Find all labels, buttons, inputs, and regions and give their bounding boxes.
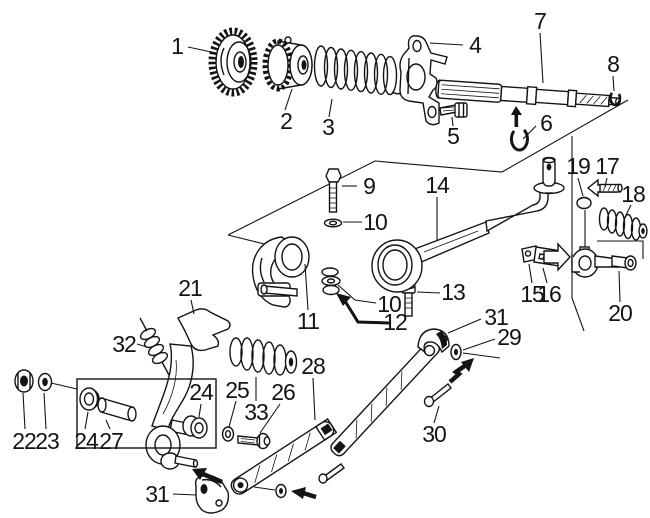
part-clamp-31b bbox=[417, 328, 450, 354]
part-washer-small bbox=[253, 483, 287, 499]
leader-lines bbox=[22, 32, 632, 496]
part-footrest-bar-28 bbox=[230, 418, 338, 495]
part-clamp-11 bbox=[251, 236, 310, 308]
part-label-20: 20 bbox=[608, 300, 632, 326]
detail-box bbox=[76, 378, 217, 449]
part-bushing-24a bbox=[79, 387, 100, 411]
part-clamp-31a bbox=[194, 474, 230, 514]
part-bolt-5 bbox=[439, 102, 468, 118]
arrow-up-icon bbox=[511, 106, 522, 115]
part-circlip-6 bbox=[509, 106, 529, 152]
part-label-22: 22 bbox=[12, 428, 36, 454]
part-ering-8 bbox=[609, 92, 622, 107]
part-label-10b: 10 bbox=[377, 291, 401, 317]
arrow-right-outline-icon bbox=[543, 242, 571, 272]
part-lever-14 bbox=[371, 156, 565, 293]
part-label-8: 8 bbox=[607, 51, 619, 77]
part-label-27: 27 bbox=[99, 428, 123, 454]
part-bolt-small bbox=[318, 463, 345, 484]
arrow-left-icon bbox=[291, 487, 317, 500]
part-label-1: 1 bbox=[171, 33, 183, 59]
part-bolt-30 bbox=[423, 383, 452, 408]
arrow-up-left-icon bbox=[192, 468, 223, 485]
part-pin-17 bbox=[586, 178, 623, 198]
part-bolt-9 bbox=[325, 168, 342, 213]
part-label-21: 21 bbox=[178, 275, 202, 301]
part-labels: 1 2 3 4 5 6 7 8 9 10 10 11 12 13 14 15 1… bbox=[12, 8, 646, 507]
part-label-17: 17 bbox=[595, 153, 619, 179]
part-ring-25 bbox=[221, 426, 235, 442]
part-label-32: 32 bbox=[112, 331, 136, 357]
construction-lines bbox=[227, 99, 644, 332]
part-rubber-18 bbox=[598, 207, 648, 241]
part-label-19: 19 bbox=[566, 153, 590, 179]
part-label-3: 3 bbox=[322, 114, 334, 140]
part-label-6: 6 bbox=[540, 110, 552, 136]
part-clip-19 bbox=[576, 196, 592, 210]
part-label-13: 13 bbox=[441, 279, 465, 305]
part-label-23: 23 bbox=[35, 428, 59, 454]
part-nut-24b bbox=[182, 415, 208, 439]
part-pin-20 bbox=[611, 255, 637, 271]
part-label-11: 11 bbox=[297, 308, 319, 334]
part-label-12: 12 bbox=[383, 309, 407, 335]
part-guide-plate-4 bbox=[399, 35, 448, 126]
part-label-16: 16 bbox=[537, 281, 561, 307]
part-nut-22 bbox=[14, 369, 34, 393]
part-washer-stack-10b bbox=[321, 267, 341, 296]
part-label-2: 2 bbox=[280, 108, 292, 134]
part-label-10a: 10 bbox=[363, 209, 387, 235]
part-pin-27 bbox=[97, 397, 137, 422]
part-label-5: 5 bbox=[447, 123, 459, 149]
part-label-14: 14 bbox=[425, 172, 450, 198]
part-label-18: 18 bbox=[621, 181, 645, 207]
part-label-24b: 24 bbox=[189, 379, 214, 405]
part-lever-21 bbox=[145, 308, 231, 470]
part-ratchet-2 bbox=[262, 36, 313, 92]
part-washer-29 bbox=[450, 343, 501, 361]
part-label-7: 7 bbox=[534, 8, 546, 34]
part-label-28: 28 bbox=[301, 353, 325, 379]
part-bolt-26 bbox=[237, 432, 271, 450]
part-label-26: 26 bbox=[271, 379, 295, 405]
direction-arrows bbox=[192, 293, 474, 500]
part-washer-23 bbox=[37, 372, 53, 392]
part-label-33: 33 bbox=[244, 399, 268, 425]
part-spring-3 bbox=[313, 45, 405, 96]
part-sprocket-1 bbox=[208, 27, 258, 97]
part-label-4: 4 bbox=[469, 32, 482, 58]
part-label-29: 29 bbox=[497, 324, 521, 350]
arrow-12-icon bbox=[336, 293, 390, 325]
part-label-31b: 31 bbox=[484, 304, 508, 330]
part-label-15: 15 bbox=[520, 281, 544, 307]
part-label-30: 30 bbox=[422, 421, 446, 447]
part-label-24a: 24 bbox=[74, 428, 99, 454]
part-rubber-33 bbox=[229, 337, 298, 376]
part-label-9: 9 bbox=[363, 173, 375, 199]
part-label-25: 25 bbox=[225, 377, 249, 403]
part-spring-32 bbox=[139, 317, 170, 376]
part-label-31a: 31 bbox=[145, 481, 169, 507]
arrow-up-right-icon bbox=[448, 358, 474, 384]
part-washer-10a bbox=[323, 218, 343, 228]
